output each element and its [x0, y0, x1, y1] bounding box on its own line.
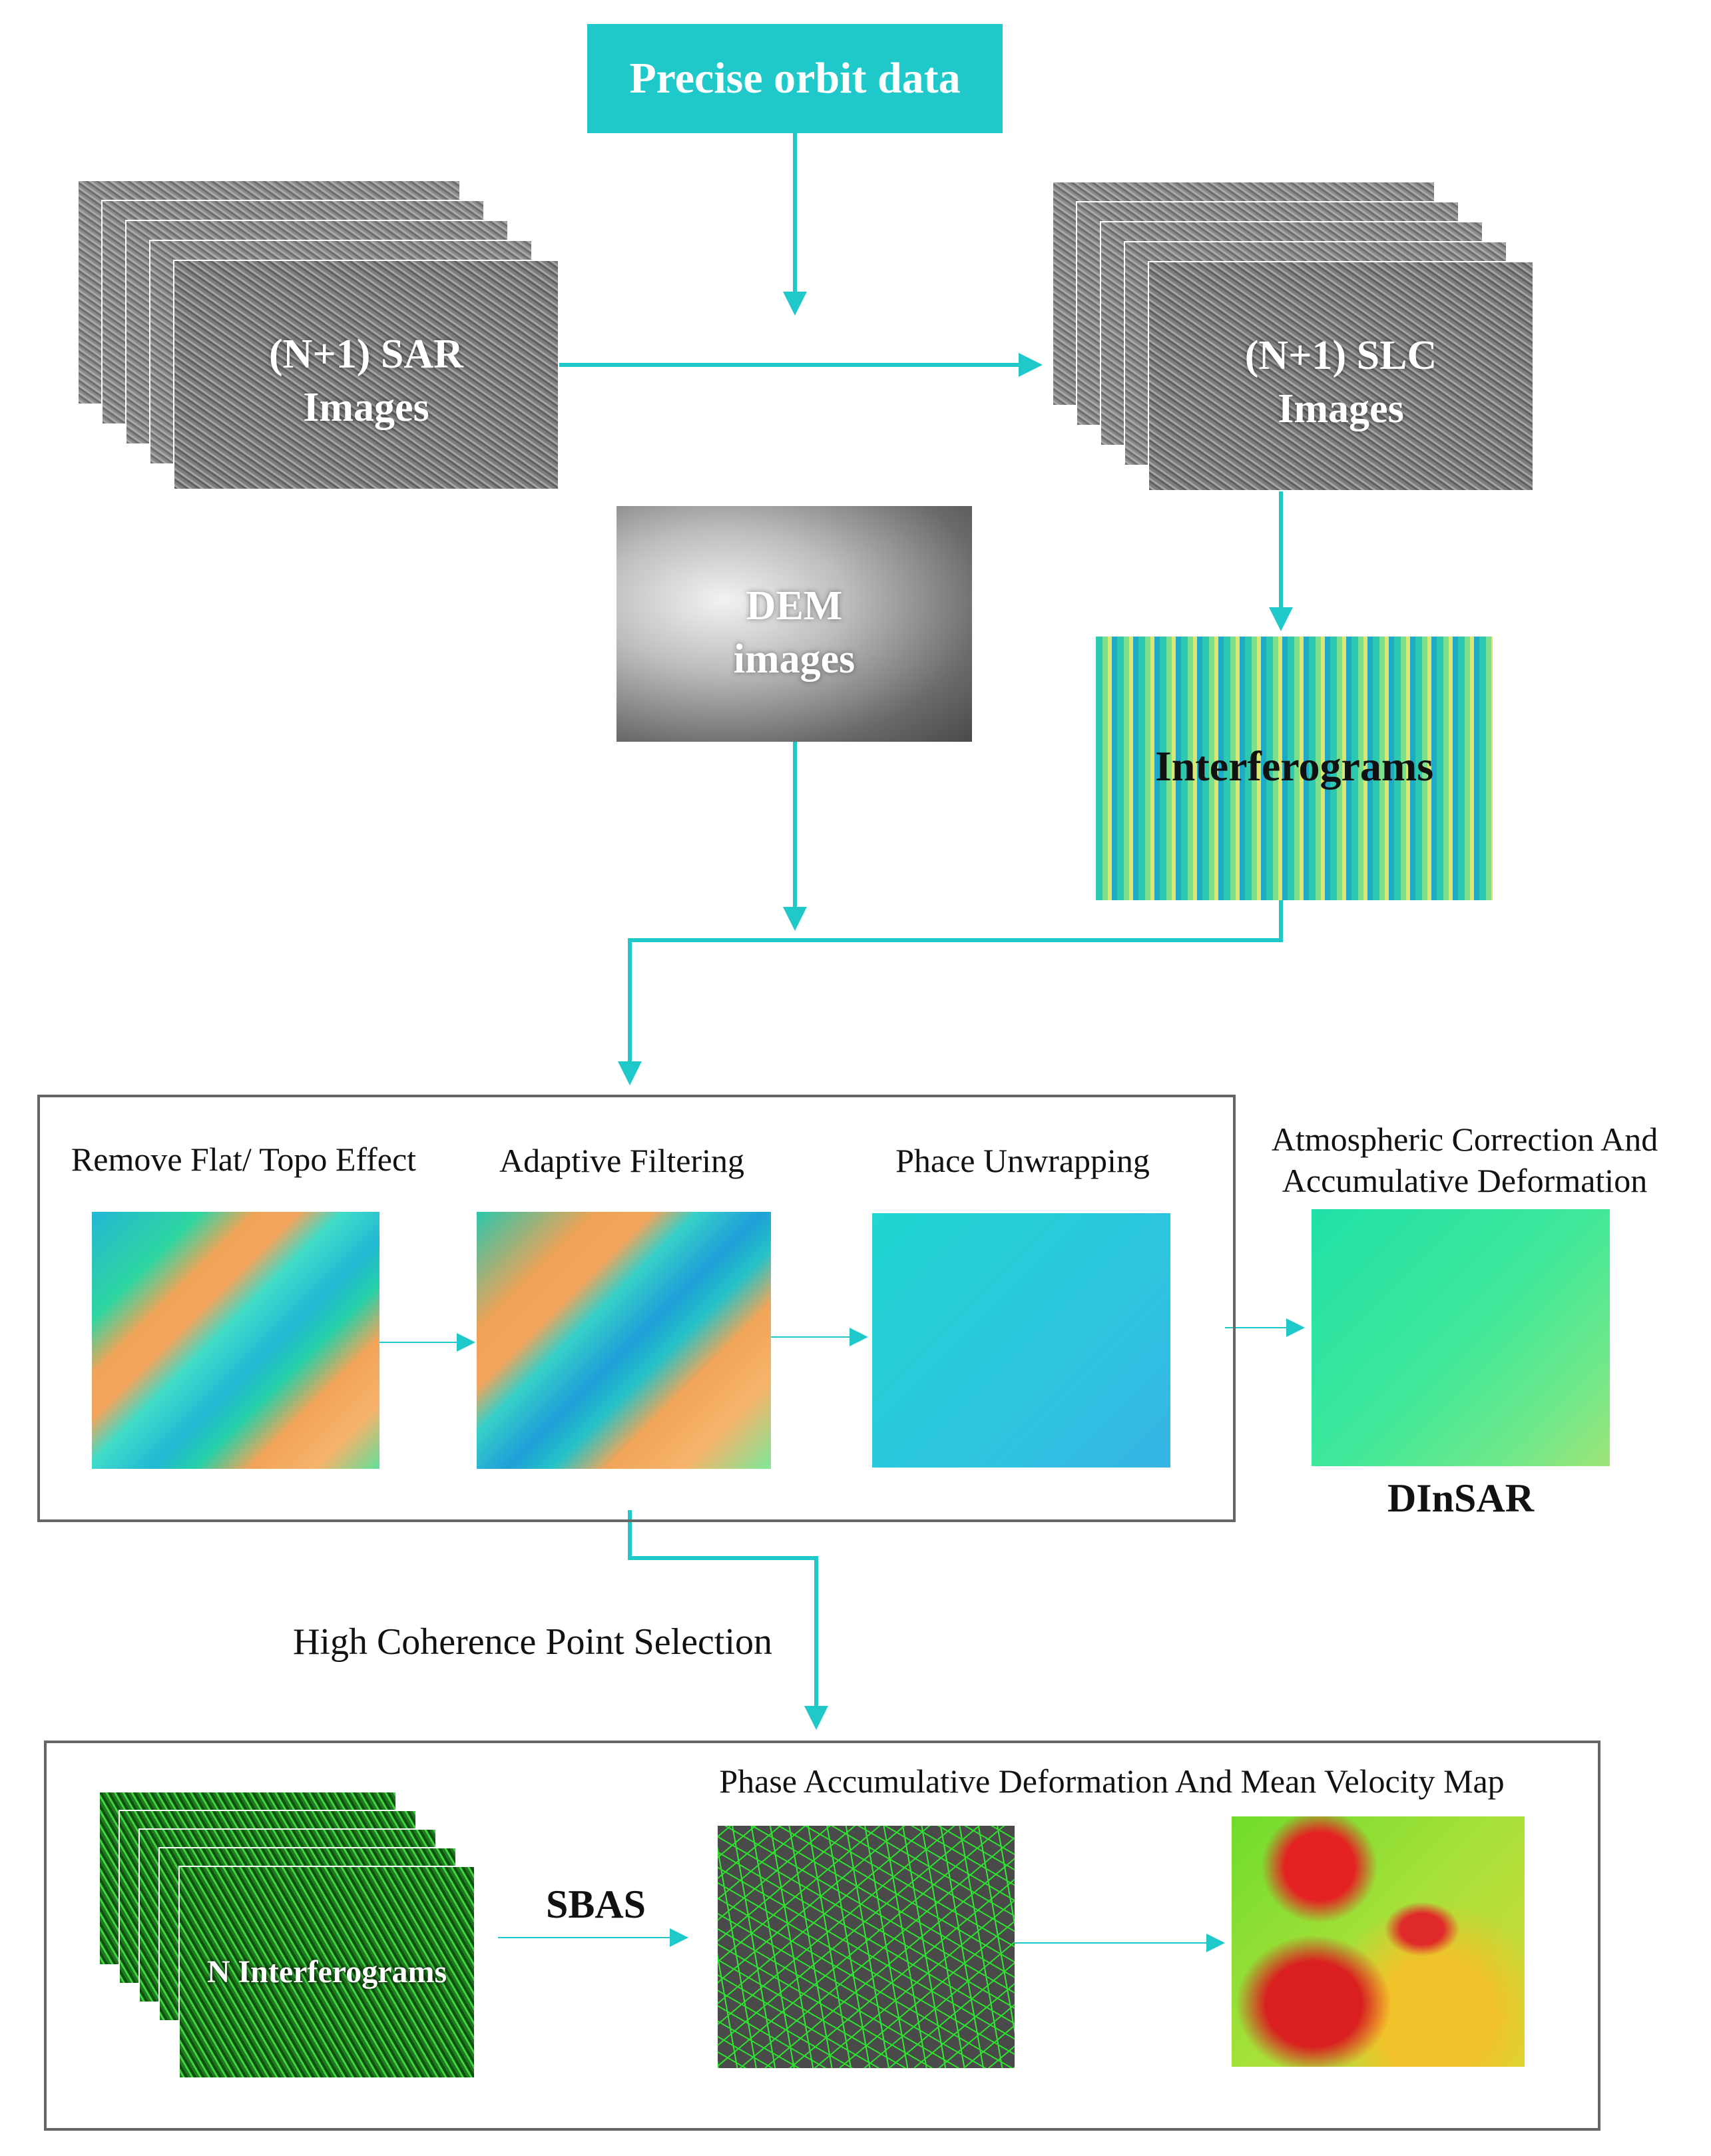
atmospheric-correction-image — [1312, 1209, 1610, 1466]
n-interferograms-label: N Interferograms — [206, 1954, 447, 1990]
sar-label-line1: (N+1) SAR — [269, 332, 463, 377]
dinsar-processing-frame — [37, 1095, 1236, 1522]
network-image — [718, 1826, 1015, 2068]
sar-label: (N+1) SAR Images — [174, 328, 558, 434]
atmospheric-correction-caption: Atmospheric Correction And Accumulative … — [1232, 1119, 1698, 1201]
mean-velocity-map-image — [1232, 1816, 1525, 2067]
dem-label-line2: images — [733, 637, 856, 682]
dem-image: DEM images — [616, 506, 972, 742]
n-interferograms-stack: N Interferograms — [99, 1791, 485, 2084]
adaptive-filtering-image — [477, 1212, 771, 1469]
atmos-caption-line1: Atmospheric Correction And — [1271, 1121, 1658, 1158]
orbit-label: Precise orbit data — [629, 54, 961, 103]
sar-card-front: (N+1) SAR Images — [173, 260, 559, 490]
remove-flat-image — [92, 1212, 379, 1469]
phase-unwrapping-image — [872, 1213, 1170, 1468]
interferograms-label: Interferograms — [1154, 742, 1434, 790]
interferograms-image: Interferograms — [1096, 637, 1493, 900]
adaptive-filtering-caption: Adaptive Filtering — [499, 1142, 744, 1179]
slc-card-front: (N+1) SLC Images — [1148, 261, 1534, 491]
slc-label-line1: (N+1) SLC — [1244, 333, 1437, 378]
precise-orbit-data-box: Precise orbit data — [587, 24, 1003, 133]
dinsar-label: DInSAR — [1387, 1476, 1535, 1520]
arrow-to-sbas-box — [628, 1510, 828, 1730]
slc-label: (N+1) SLC Images — [1149, 329, 1533, 435]
atmos-caption-line2: Accumulative Deformation — [1282, 1162, 1648, 1199]
remove-flat-caption: Remove Flat/ Topo Effect — [71, 1141, 417, 1178]
arrow-interf-merge — [618, 896, 1283, 1085]
phase-accumulative-caption: Phase Accumulative Deformation And Mean … — [719, 1762, 1505, 1800]
n-interf-card-front: N Interferograms — [178, 1866, 475, 2079]
sbas-processing-frame — [44, 1741, 1600, 2131]
phase-unwrapping-caption: Phace Unwrapping — [895, 1142, 1150, 1179]
high-coherence-caption: High Coherence Point Selection — [292, 1621, 773, 1663]
dem-label-line1: DEM — [746, 583, 843, 629]
slc-label-line2: Images — [1278, 386, 1404, 431]
dem-label: DEM images — [616, 579, 972, 686]
sar-image-stack: (N+1) SAR Images — [77, 180, 570, 493]
sar-label-line2: Images — [303, 385, 429, 430]
slc-image-stack: (N+1) SLC Images — [1052, 181, 1545, 494]
sbas-label: SBAS — [545, 1882, 646, 1926]
